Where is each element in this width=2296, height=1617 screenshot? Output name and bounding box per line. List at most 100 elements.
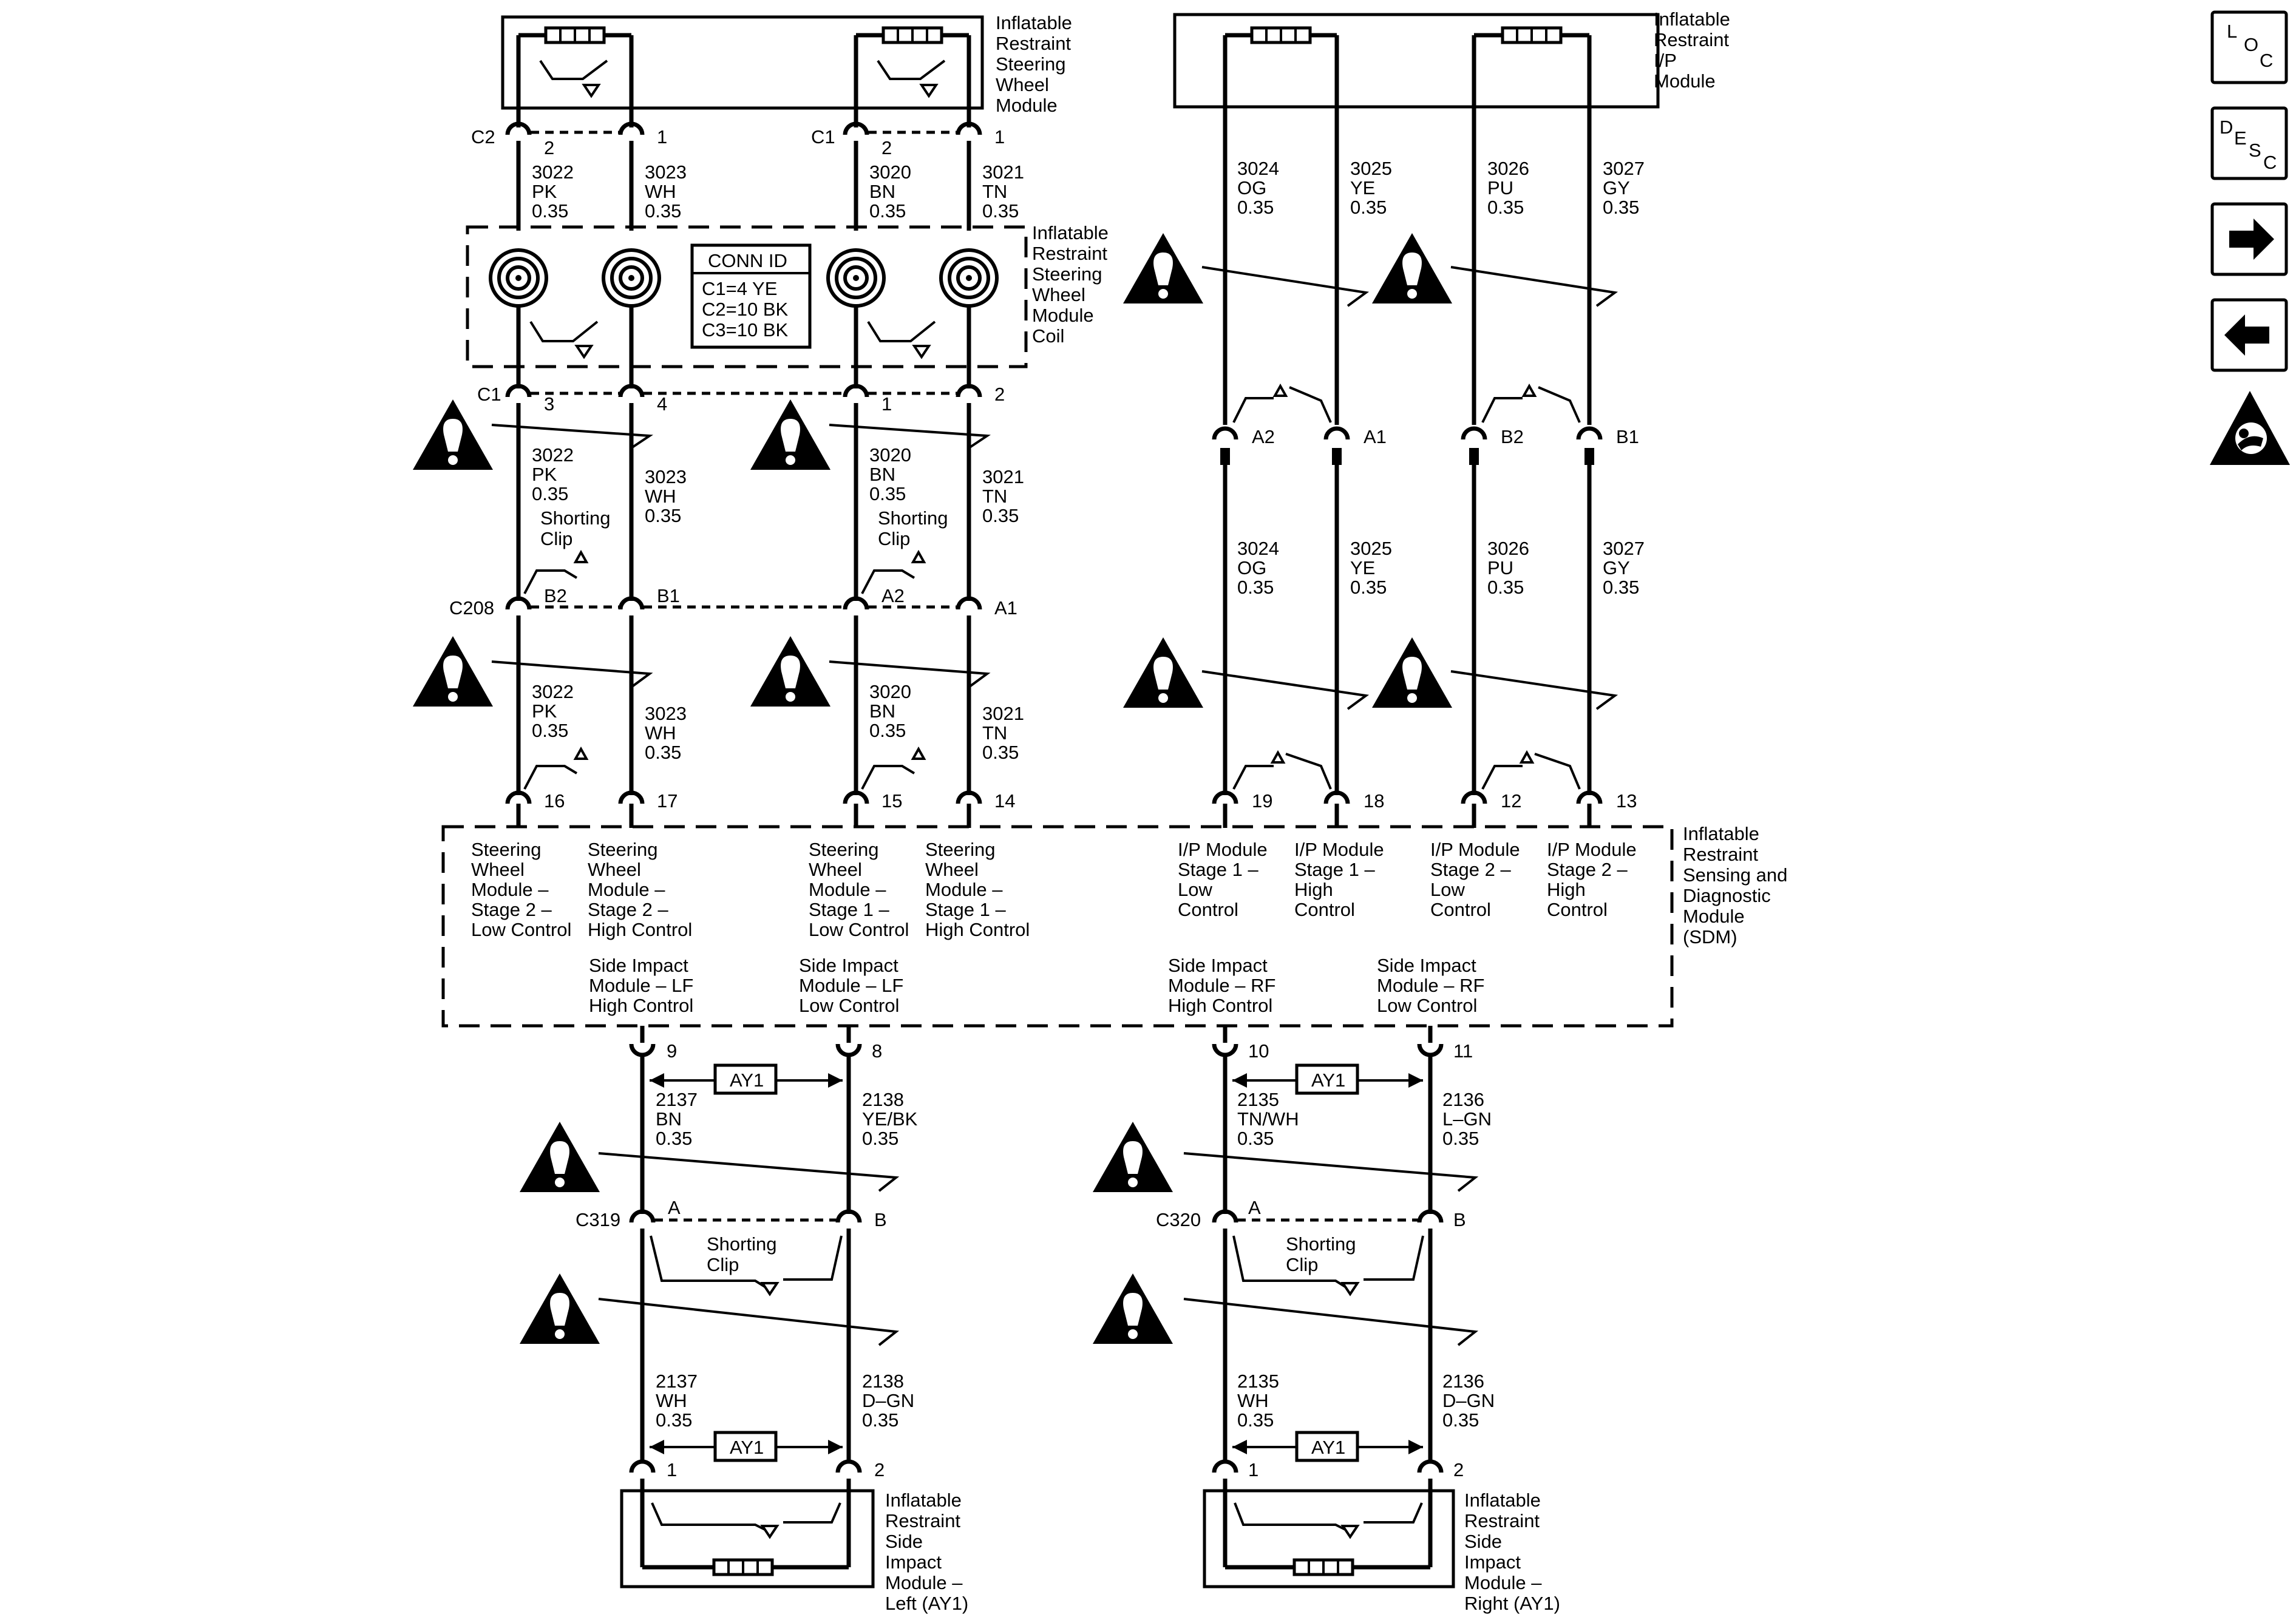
coil-label-6: Coil <box>1032 325 1064 347</box>
sdm-f4-line-3: Module – <box>925 879 1003 900</box>
warning-icon[interactable] <box>750 399 830 470</box>
coil-label-1: Inflatable <box>1032 222 1109 243</box>
wire-w17-circuit: 3024 <box>1237 538 1279 559</box>
loc-letter-o: O <box>2244 34 2258 55</box>
wire-w11-color: BN <box>869 700 895 722</box>
pin-c208-b2: B2 <box>544 585 567 606</box>
warning-icon[interactable] <box>1372 233 1452 303</box>
pin-sdm-13: 13 <box>1616 790 1637 812</box>
sdm-s3-line-1: Side Impact <box>1168 955 1268 976</box>
pin-swm-l-b: 1 <box>657 126 667 147</box>
sdm-f4-line-5: High Control <box>925 919 1030 940</box>
sdm-label-3: Sensing and <box>1683 864 1787 886</box>
sdm-f7-line-2: Stage 2 – <box>1430 859 1511 880</box>
conn-id-title: CONN ID <box>708 250 787 271</box>
sdm-label-6: (SDM) <box>1683 926 1737 947</box>
side-left-label-3: Side <box>885 1531 923 1552</box>
side-impact-right-module <box>1203 1459 1455 1588</box>
location-button[interactable]: L O C <box>2210 10 2288 84</box>
wire-w27-circuit: 2135 <box>1237 1371 1279 1392</box>
sdm-f6-line-3: High <box>1294 879 1333 900</box>
wire-w28-gauge: 0.35 <box>1442 1409 1479 1431</box>
pin-swm-l-a: 2 <box>544 137 554 158</box>
wire-w18-color: YE <box>1350 557 1375 578</box>
pin-sdm-15: 15 <box>881 790 902 812</box>
desc-letter-e: E <box>2234 127 2247 149</box>
coil-label-4: Wheel <box>1032 284 1085 305</box>
shorting-clip-label-3b: Clip <box>707 1254 739 1275</box>
pin-coil-r-a: 1 <box>881 393 892 415</box>
wire-w11-gauge: 0.35 <box>869 720 906 741</box>
sdm-s4-line-1: Side Impact <box>1377 955 1476 976</box>
wire-w6-color: WH <box>645 486 676 507</box>
ay1-arrow-right-bottom <box>1232 1431 1423 1462</box>
wire-w26-circuit: 2138 <box>862 1371 904 1392</box>
pin-ip-a1: A1 <box>1364 426 1387 447</box>
sdm-f5-line-1: I/P Module <box>1178 839 1268 860</box>
coil-label-3: Steering <box>1032 263 1102 285</box>
wire-w9-color: PK <box>532 700 557 722</box>
previous-page-button[interactable] <box>2210 298 2288 372</box>
warning-icon[interactable] <box>413 636 493 707</box>
wire-w10-circuit: 3023 <box>645 703 687 724</box>
wire-w8-gauge: 0.35 <box>982 505 1019 526</box>
swm-label-4: Wheel <box>996 74 1049 95</box>
sdm-s2-line-1: Side Impact <box>799 955 898 976</box>
wire-w1-circuit: 3022 <box>532 161 574 183</box>
wire-w3-gauge: 0.35 <box>869 200 906 222</box>
wire-w24-circuit: 2136 <box>1442 1089 1484 1110</box>
pin-sdm-10: 10 <box>1248 1040 1269 1062</box>
airbag-warning-button[interactable] <box>2210 391 2290 465</box>
ip-label-3: I/P <box>1654 50 1677 71</box>
sdm-f2-line-5: High Control <box>588 919 692 940</box>
swm-label-3: Steering <box>996 53 1065 75</box>
warning-icon[interactable] <box>1093 1122 1173 1192</box>
wire-w21-circuit: 2137 <box>656 1089 698 1110</box>
sdm-f1-line-1: Steering <box>471 839 541 860</box>
wire-w15-gauge: 0.35 <box>1487 197 1524 218</box>
warning-icon[interactable] <box>520 1273 600 1344</box>
sdm-f6-line-2: Stage 1 – <box>1294 859 1375 880</box>
pin-ip-a2: A2 <box>1252 426 1275 447</box>
pin-sdm-18: 18 <box>1364 790 1384 812</box>
warning-icon[interactable] <box>1123 637 1203 708</box>
next-page-button[interactable] <box>2210 202 2288 276</box>
coil-c1-connector <box>505 384 982 398</box>
wire-w2-gauge: 0.35 <box>645 200 681 222</box>
wire-w6-circuit: 3023 <box>645 466 687 487</box>
warning-icon[interactable] <box>750 636 830 707</box>
ip-module <box>1173 13 1660 425</box>
wire-w26-gauge: 0.35 <box>862 1409 898 1431</box>
sdm-f5-line-4: Control <box>1178 899 1238 920</box>
wire-w12-color: TN <box>982 722 1007 744</box>
wire-w16-gauge: 0.35 <box>1603 197 1639 218</box>
shorting-clip-label-4a: Shorting <box>1286 1233 1356 1255</box>
sdm-function-labels: Steering Wheel Module – Stage 2 – Low Co… <box>471 839 1637 1016</box>
option-ay1-2: AY1 <box>730 1437 764 1458</box>
warning-icon[interactable] <box>1123 233 1203 303</box>
sdm-f2-line-3: Module – <box>588 879 665 900</box>
warning-icon[interactable] <box>1372 637 1452 708</box>
wire-w10-color: WH <box>645 722 676 744</box>
wire-w25-circuit: 2137 <box>656 1371 698 1392</box>
pin-sdm-17: 17 <box>657 790 678 812</box>
wire-w10-gauge: 0.35 <box>645 742 681 763</box>
sdm-f3-line-2: Wheel <box>809 859 862 880</box>
warning-icon[interactable] <box>413 399 493 470</box>
connector-c2-top: C2 <box>471 126 495 147</box>
pin-coil-l-a: 3 <box>544 393 554 415</box>
wire-w22-gauge: 0.35 <box>862 1128 898 1149</box>
sdm-s4-line-3: Low Control <box>1377 995 1477 1016</box>
warning-icon[interactable] <box>520 1122 600 1192</box>
wire-w27-color: WH <box>1237 1390 1269 1411</box>
wire-w27-gauge: 0.35 <box>1237 1409 1274 1431</box>
pin-c320-b: B <box>1453 1209 1466 1230</box>
sdm-f4-line-2: Wheel <box>925 859 979 880</box>
desc-letter-c: C <box>2263 152 2277 173</box>
description-button[interactable]: D E S C <box>2210 106 2288 180</box>
sdm-f3-line-3: Module – <box>809 879 886 900</box>
wire-w14-color: YE <box>1350 177 1375 198</box>
warning-icon[interactable] <box>1093 1273 1173 1344</box>
option-ay1-1: AY1 <box>730 1070 764 1091</box>
